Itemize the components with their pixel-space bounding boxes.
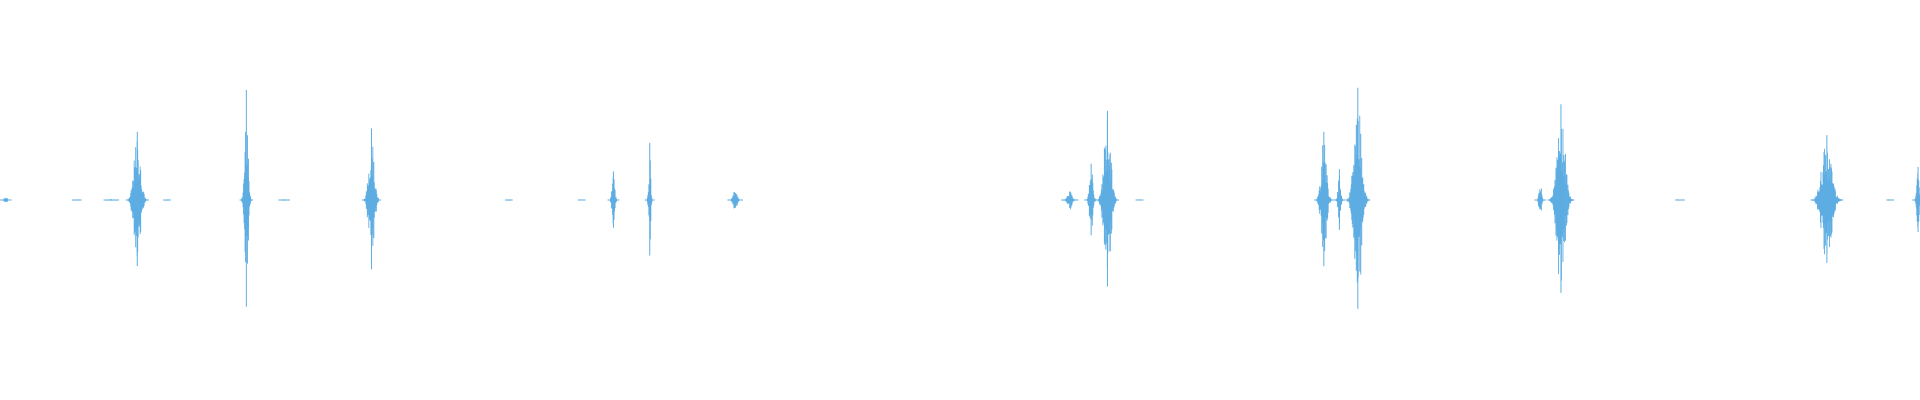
waveform-burst-body [728, 192, 742, 209]
waveform-burst-body [1085, 174, 1097, 226]
waveform-burst-body [1887, 199, 1893, 201]
waveform-bursts [0, 87, 1920, 309]
waveform-burst [361, 128, 382, 270]
waveform-burst-body [1097, 119, 1118, 269]
waveform-burst [1547, 104, 1575, 293]
waveform-burst-body [579, 199, 584, 201]
waveform-burst-body [1, 197, 10, 203]
waveform-burst-body [164, 199, 170, 201]
waveform-burst [1135, 199, 1144, 201]
waveform-burst [504, 199, 513, 201]
waveform-burst-body [1548, 128, 1573, 281]
waveform-burst-body [1315, 145, 1332, 252]
waveform-burst [607, 171, 620, 228]
waveform-burst [1345, 87, 1371, 309]
waveform-burst [1095, 110, 1120, 287]
waveform-burst-body [1535, 188, 1545, 211]
waveform-burst [577, 199, 586, 201]
waveform-burst [1886, 199, 1895, 201]
waveform-burst-body [1676, 199, 1684, 201]
waveform-burst [1084, 163, 1098, 236]
waveform-burst [103, 199, 120, 201]
waveform-burst [1534, 188, 1547, 211]
waveform-burst [1061, 191, 1079, 210]
waveform-burst [163, 199, 171, 201]
waveform-burst-body [506, 199, 511, 201]
waveform-burst-body [363, 146, 380, 246]
waveform-burst-body [73, 199, 80, 201]
waveform-burst [727, 192, 743, 209]
waveform-burst [1333, 169, 1346, 230]
waveform-burst [1912, 167, 1920, 233]
waveform-burst-body [1812, 148, 1842, 255]
waveform-burst [1675, 199, 1685, 201]
waveform-burst [239, 90, 254, 307]
waveform-burst [125, 131, 149, 267]
waveform-burst-body [105, 199, 118, 201]
waveform-burst-body [1062, 191, 1077, 210]
waveform-burst [0, 197, 12, 203]
waveform-burst-body [1913, 173, 1920, 227]
waveform-burst [1314, 131, 1334, 267]
waveform-burst-body [279, 199, 289, 201]
waveform-burst-body [1137, 199, 1142, 201]
waveform-burst [278, 199, 290, 201]
waveform-burst [1810, 135, 1844, 263]
waveform-burst [71, 199, 82, 201]
waveform-burst-body [127, 141, 148, 257]
waveform-burst-body [1346, 115, 1369, 283]
waveform-burst [644, 142, 655, 256]
waveform-burst-body [241, 132, 252, 264]
